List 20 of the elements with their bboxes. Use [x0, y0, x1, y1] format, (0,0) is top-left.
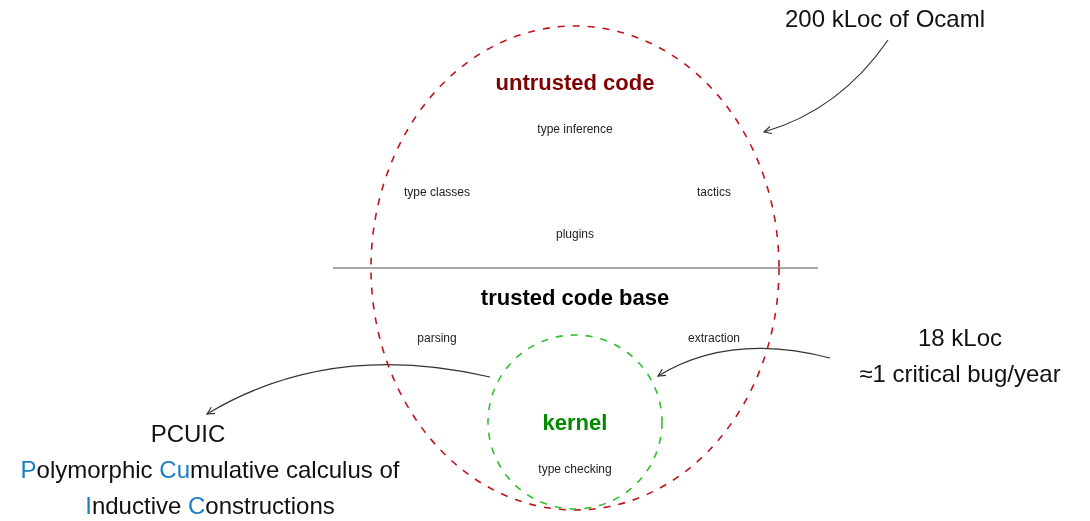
component-label: parsing: [417, 330, 457, 347]
curved-arrow: [657, 347, 831, 377]
component-label: type classes: [404, 184, 470, 201]
dashed-ellipse: [370, 25, 780, 511]
group-heading: kernel: [542, 408, 608, 437]
curved-arrow: [206, 364, 491, 415]
annotation-text: Polymorphic Cumulative calculus of Inductive Constructions: [19, 454, 401, 521]
dashed-circle: [487, 334, 663, 510]
acronym-text: PCUIC: [150, 418, 226, 449]
component-label: extraction: [688, 330, 740, 347]
component-label: tactics: [697, 184, 731, 201]
component-label: type inference: [537, 121, 613, 138]
annotation-text: 18 kLoc: [917, 323, 1003, 353]
component-label: plugins: [556, 226, 594, 243]
component-label: type checking: [538, 461, 612, 478]
group-heading: untrusted code: [495, 68, 655, 97]
annotation-text: ≈1 critical bug/year: [859, 359, 1061, 389]
group-heading: trusted code base: [480, 283, 670, 312]
curved-arrow: [763, 39, 889, 134]
annotation-text: 200 kLoc of Ocaml: [784, 4, 986, 34]
